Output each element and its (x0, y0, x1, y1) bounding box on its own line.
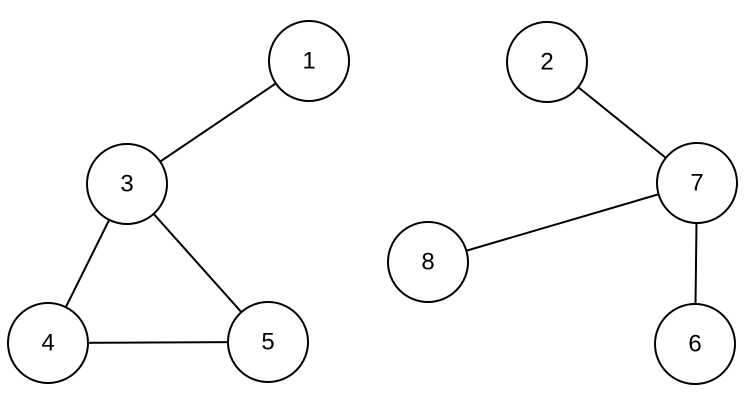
node-2-circle (506, 21, 588, 103)
node-2: 2 (506, 21, 588, 103)
node-5-label: 5 (261, 329, 274, 356)
node-3-label: 3 (120, 171, 133, 198)
node-8-label: 8 (421, 249, 434, 276)
node-2-label: 2 (540, 49, 553, 76)
nodes-layer: 1 2 3 4 5 6 7 8 (7, 20, 738, 385)
node-8: 8 (387, 221, 469, 303)
node-6-circle (654, 303, 736, 385)
node-4-label: 4 (41, 330, 54, 357)
node-1-circle (268, 20, 350, 102)
node-4-circle (7, 302, 89, 384)
node-4: 4 (7, 302, 89, 384)
node-6: 6 (654, 303, 736, 385)
node-5-circle (227, 301, 309, 383)
node-7: 7 (656, 142, 738, 224)
node-6-label: 6 (688, 331, 701, 358)
node-7-circle (656, 142, 738, 224)
node-1: 1 (268, 20, 350, 102)
node-1-label: 1 (302, 48, 315, 75)
node-3: 3 (86, 143, 168, 225)
node-3-circle (86, 143, 168, 225)
node-5: 5 (227, 301, 309, 383)
node-7-label: 7 (690, 170, 703, 197)
node-8-circle (387, 221, 469, 303)
edge-7-8 (427, 182, 698, 263)
